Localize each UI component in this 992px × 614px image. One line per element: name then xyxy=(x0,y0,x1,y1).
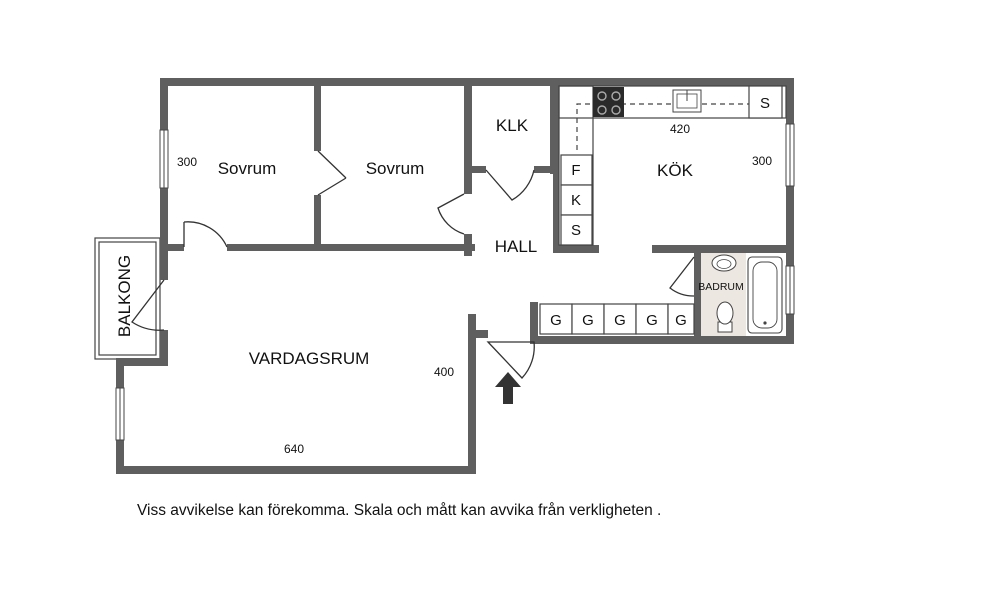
wardrobe-label: G xyxy=(675,312,687,329)
windows xyxy=(115,123,795,441)
room-label-klk: KLK xyxy=(496,116,529,135)
room-label-balkong: BALKONG xyxy=(115,255,134,337)
walls xyxy=(116,78,794,474)
dimension-kok-width: 420 xyxy=(670,122,690,136)
room-label-badrum: BADRUM xyxy=(698,281,744,293)
dimension-vardagsrum-height: 400 xyxy=(434,365,454,379)
freezer-label: K xyxy=(571,192,581,209)
kitchen-unit-s-top-label: S xyxy=(760,95,770,112)
room-label-kok: KÖK xyxy=(657,161,694,180)
up-arrow-icon xyxy=(495,372,521,404)
kitchen-unit-s-column-label: S xyxy=(571,222,581,239)
wardrobes xyxy=(539,303,695,335)
kitchen-unit-s-top xyxy=(748,85,783,119)
room-label-sovrum-1: Sovrum xyxy=(218,159,277,178)
dimension-vardagsrum-width: 640 xyxy=(284,442,304,456)
sink-icon xyxy=(672,89,702,113)
disclaimer-text: Viss avvikelse kan förekomma. Skala och … xyxy=(137,502,662,519)
doors xyxy=(131,150,695,379)
dimension-kok-height: 300 xyxy=(752,154,772,168)
fridge-label: F xyxy=(571,162,580,179)
room-label-sovrum-2: Sovrum xyxy=(366,159,425,178)
wardrobe-label: G xyxy=(646,312,658,329)
bathtub-icon xyxy=(747,256,783,334)
stove-icon xyxy=(593,87,624,117)
washbasin-icon xyxy=(711,254,737,272)
toilet-icon xyxy=(716,301,734,333)
room-label-vardagsrum: VARDAGSRUM xyxy=(249,349,370,368)
wardrobe-label: G xyxy=(614,312,626,329)
kitchen-column-units xyxy=(560,154,593,246)
wardrobe-label: G xyxy=(550,312,562,329)
wardrobe-label: G xyxy=(582,312,594,329)
dimension-sovrum-height: 300 xyxy=(177,155,197,169)
room-label-hall: HALL xyxy=(495,237,538,256)
